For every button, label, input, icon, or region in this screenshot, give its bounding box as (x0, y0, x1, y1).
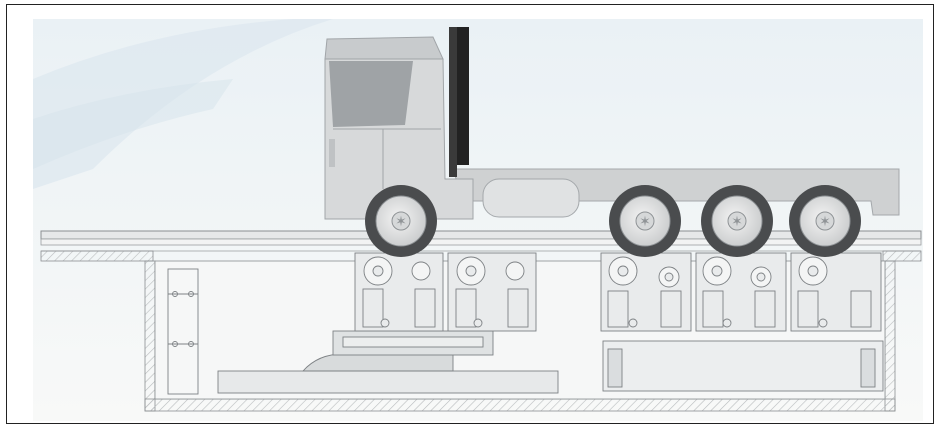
background-swoosh (33, 19, 333, 189)
roller-unit-4 (695, 252, 787, 332)
floor-deck (40, 230, 922, 252)
fuel-tank (482, 178, 580, 218)
truck (324, 27, 900, 220)
roller-unit-5 (790, 252, 882, 332)
svg-text:✶: ✶ (395, 214, 407, 230)
front-wheel: ✶ (365, 185, 437, 257)
roller-unit-1 (354, 252, 444, 332)
rear-wheel-3: ✶ (789, 185, 861, 257)
figure-frame: ✶ ✶ ✶ ✶ (6, 4, 934, 424)
svg-text:✶: ✶ (639, 214, 651, 230)
svg-text:✶: ✶ (731, 214, 743, 230)
diagram-scene: ✶ ✶ ✶ ✶ (33, 19, 923, 421)
roller-unit-3 (600, 252, 692, 332)
rear-wheel-2: ✶ (701, 185, 773, 257)
windshield (329, 61, 413, 127)
diagram-canvas: ✶ ✶ ✶ ✶ (33, 19, 923, 421)
svg-text:✶: ✶ (819, 214, 831, 230)
roller-unit-2 (447, 252, 537, 332)
background-swoosh-2 (33, 79, 233, 169)
rear-wheel-1: ✶ (609, 185, 681, 257)
